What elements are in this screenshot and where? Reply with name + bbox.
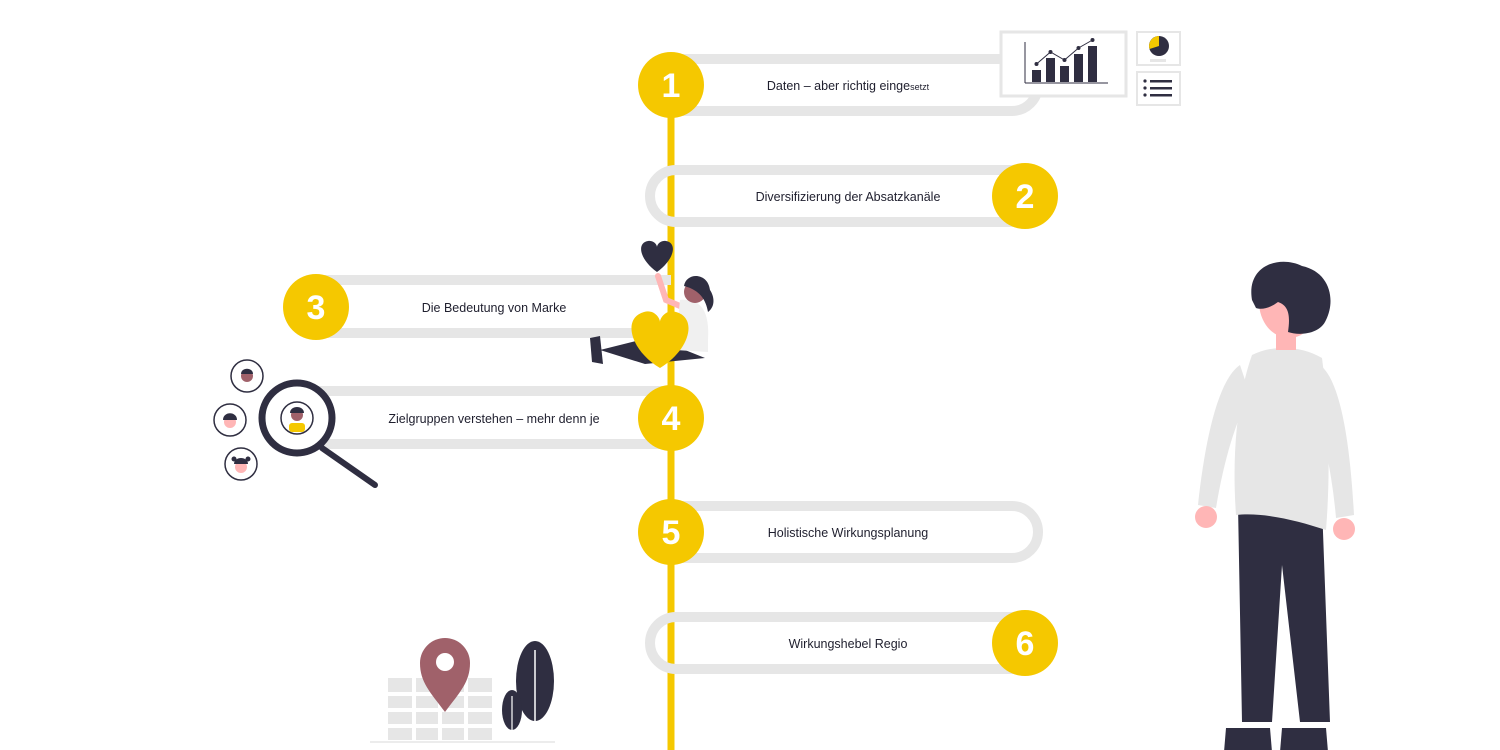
step-1-label: Daten – aber richtig eingesetzt (767, 79, 930, 93)
man-legs (1238, 505, 1330, 722)
step-4-number: 4 (662, 400, 681, 438)
map-grid (388, 678, 492, 740)
chart-point (1034, 62, 1039, 66)
chart-point (1090, 38, 1095, 42)
step-1-badge (638, 52, 704, 118)
focused-person-hair (290, 407, 304, 413)
step-6-badge (992, 610, 1058, 676)
step-3-track (316, 275, 671, 338)
audience-search-illustration (213, 359, 378, 488)
bar-chart-window (999, 30, 1128, 98)
chart-point (1076, 46, 1081, 50)
man-shoe-left (1224, 728, 1272, 750)
step-1: 1 Daten – aber richtig eingesetzt (638, 52, 1043, 118)
step-2-label: Diversifizierung der Absatzkanäle (756, 190, 941, 204)
person-avatar-3-bun (245, 456, 251, 462)
chart-bar (1032, 70, 1041, 82)
step-6-label: Wirkungshebel Regio (789, 637, 908, 651)
step-4-label: Zielgruppen verstehen – mehr denn je (388, 412, 599, 426)
person-avatar-3-bun (231, 456, 237, 462)
big-heart-icon (631, 311, 689, 368)
step-2-track (645, 165, 1025, 227)
step-2-badge (992, 163, 1058, 229)
magnifier-handle (319, 445, 378, 488)
step-4-badge (638, 385, 704, 451)
step-3: 3 Die Bedeutung von Marke (283, 274, 671, 340)
standing-man-illustration (1195, 261, 1355, 750)
step-1-number: 1 (662, 67, 681, 105)
chart-point (1048, 50, 1053, 54)
pie-legend (1150, 59, 1166, 62)
focused-person-body (289, 423, 305, 432)
person-avatar-1-hair (241, 368, 253, 374)
woman-shoe (590, 336, 603, 364)
list-line-icon (1150, 80, 1172, 83)
location-pin-hole (436, 653, 454, 671)
list-bullet-icon (1143, 93, 1147, 97)
step-4: 4 Zielgruppen verstehen – mehr denn je (316, 385, 704, 451)
step-2-number: 2 (1016, 178, 1035, 216)
step-2: 2 Diversifizierung der Absatzkanäle (645, 163, 1058, 229)
person-avatar-2-hair (223, 413, 237, 420)
regional-map-illustration (370, 638, 555, 743)
step-3-badge (283, 274, 349, 340)
step-5: 5 Holistische Wirkungsplanung (638, 499, 1043, 565)
chart-bar (1060, 66, 1069, 82)
chart-bar (1088, 46, 1097, 82)
chart-point (1062, 58, 1067, 62)
chart-bars (1032, 38, 1097, 82)
step-4-track (316, 386, 671, 449)
chart-window-frame (999, 30, 1128, 98)
man-arm-left (1198, 365, 1250, 508)
pie-chart-slice (1149, 36, 1159, 49)
chart-bar (1074, 54, 1083, 82)
step-5-number: 5 (662, 514, 681, 552)
step-6-number: 6 (1016, 625, 1035, 663)
woman-arm (655, 273, 683, 309)
step-6-track (645, 612, 1025, 674)
step-5-track (671, 501, 1043, 563)
man-hand-left (1195, 506, 1217, 528)
man-hand-right (1333, 518, 1355, 540)
list-line-icon (1150, 87, 1172, 90)
man-torso (1234, 347, 1329, 530)
woman-with-heart-illustration (590, 240, 714, 368)
step-6: 6 Wirkungshebel Regio (645, 610, 1058, 676)
pie-chart-card (1136, 31, 1181, 66)
person-avatar-3-hair (234, 458, 248, 464)
woman-hair (684, 275, 714, 312)
step-5-label: Holistische Wirkungsplanung (768, 526, 929, 540)
list-line-icon (1150, 94, 1172, 97)
chart-bar (1046, 58, 1055, 82)
step-3-label: Die Bedeutung von Marke (422, 301, 567, 315)
step-5-badge (638, 499, 704, 565)
list-bullet-icon (1143, 79, 1147, 83)
heart-icon (641, 240, 673, 272)
step-3-number: 3 (307, 289, 326, 327)
list-bullet-icon (1143, 86, 1147, 90)
man-hair (1251, 261, 1331, 334)
list-card (1136, 71, 1181, 106)
man-shoe-right (1280, 728, 1328, 750)
location-pin-icon (420, 638, 470, 712)
